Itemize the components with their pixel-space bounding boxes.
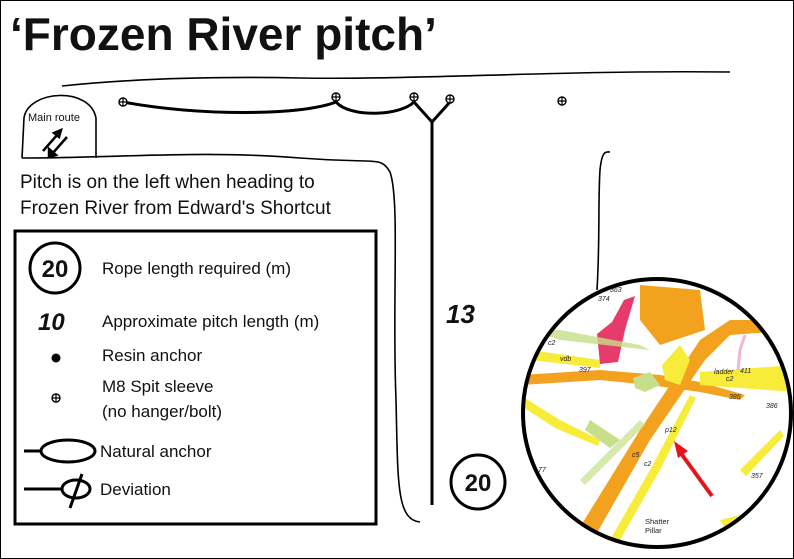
spit-anchor-icon [445,94,455,104]
map-label: c2 [644,461,652,468]
map-label: 374 [598,296,610,303]
spit-sleeve-icon [51,393,61,403]
map-label: c2 [726,376,734,383]
rope-length-symbol [28,241,82,295]
map-label: 363 [610,287,622,294]
pitch-location-arrow-icon [674,441,714,498]
pitch-note-line2: Frozen River from Edward's Shortcut [20,198,332,219]
legend-natural-label: Natural anchor [100,442,212,461]
legend-spit-label: M8 Spit sleeve [102,377,214,396]
map-leader-line [596,151,611,291]
legend: 20 Rope length required (m) 10 Approxima… [13,229,378,526]
map-label: 77 [538,467,547,474]
legend-spit-sublabel: (no hanger/bolt) [102,402,222,421]
legend-pitch-label: Approximate pitch length (m) [102,312,319,331]
passage-wall-top [61,70,731,87]
map-label: Pillar [645,526,662,535]
rope-length-circle [449,453,507,511]
spit-anchor-icon [331,92,341,102]
main-route-label: Main route [28,112,80,124]
rope-length-symbol-text: 20 [42,256,69,283]
map-label: p12 [664,427,677,434]
map-label: 397 [579,367,592,374]
spit-anchor-icon [118,97,128,107]
pitch-length-value: 13 [446,299,475,329]
map-label: ladder [714,369,734,376]
natural-anchor-icon [24,438,97,464]
legend-deviation-label: Deviation [100,480,171,499]
spit-anchor-icon [409,92,419,102]
legend-resin-label: Resin anchor [102,346,203,365]
map-label: Shatter [645,517,670,526]
rope-length-value: 20 [465,470,492,497]
deviation-icon [24,473,92,509]
pitch-length-symbol: 10 [38,309,65,336]
map-label: 386 [729,394,741,401]
map-label: 386 [766,403,778,410]
spit-anchor-icon [557,96,567,106]
legend-rope-label: Rope length required (m) [102,259,291,278]
map-label: 357 [751,473,764,480]
map-label: vdb [560,356,571,363]
main-route-arch [21,94,97,159]
pitch-note-line1: Pitch is on the left when heading to [20,172,315,193]
survey-map-inset: 374 363 c2 vdb 397 ladder c2 411 386 386… [523,279,791,547]
traverse-rope [122,100,416,115]
resin-anchor-icon [51,353,61,363]
pitch-rope [412,100,452,505]
two-way-arrows-icon [42,127,68,159]
page-title: ‘Frozen River pitch’ [10,8,437,60]
map-label: 411 [740,368,751,375]
passage-wall-bottom [21,153,421,523]
map-inset-border [521,277,793,549]
map-label: c2 [548,340,556,347]
map-label: c5 [632,452,640,459]
